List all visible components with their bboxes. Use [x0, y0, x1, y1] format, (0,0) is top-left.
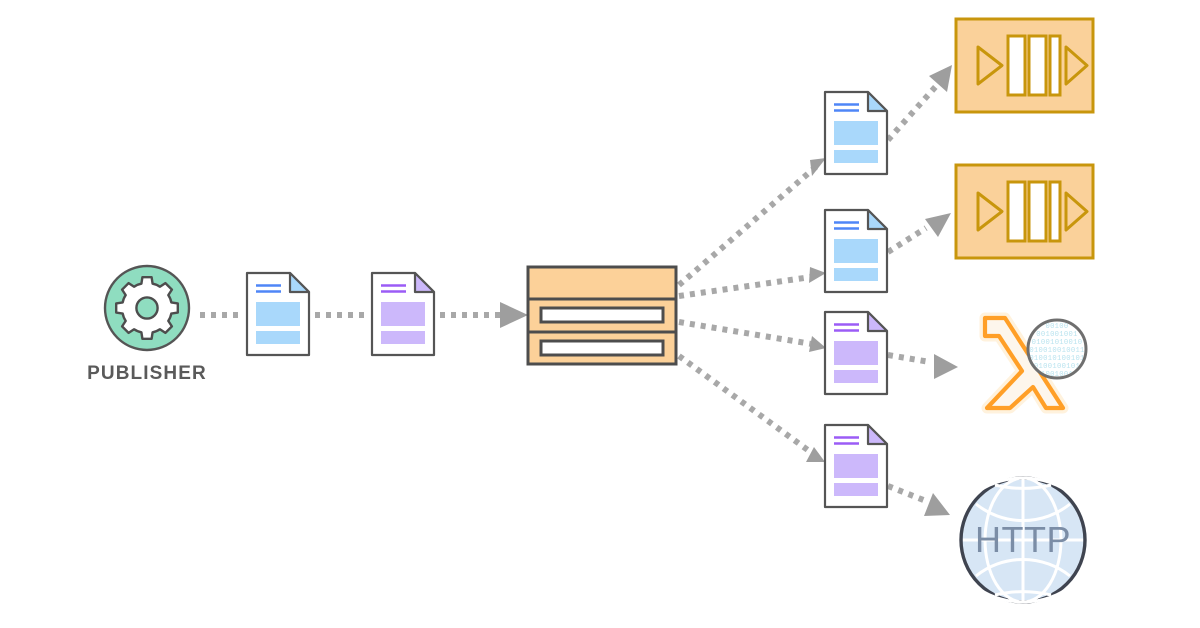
- broker-slot-2: [539, 339, 665, 357]
- consumer-http[interactable]: HTTP: [949, 476, 1097, 604]
- connector-broker-to-doc1: [677, 158, 826, 288]
- publisher-document-purple: [370, 271, 436, 357]
- connector-layer: [200, 65, 958, 516]
- fanout-document-2: [823, 208, 889, 294]
- connector-doc3-to-lambda: [887, 352, 958, 379]
- broker-slot-1: [539, 306, 665, 324]
- connector-broker-to-doc2: [678, 267, 826, 299]
- arrowhead-icon: [806, 447, 825, 462]
- connector-doc1-to-queue1: [885, 65, 952, 142]
- http-label: HTTP: [975, 519, 1071, 560]
- publisher-label: PUBLISHER: [87, 363, 207, 384]
- arrowhead-icon: [929, 65, 952, 92]
- globe-grid-icon: [949, 476, 1097, 604]
- svg-text:110010011: 110010011: [1036, 371, 1078, 379]
- svg-text:00100: 00100: [1045, 323, 1068, 331]
- connector-broker-to-doc3: [678, 319, 826, 352]
- svg-text:010010010011: 010010010011: [1029, 347, 1084, 355]
- lambda-icon: [982, 315, 1066, 411]
- consumer-queue-2[interactable]: [954, 163, 1095, 260]
- arrowhead-icon: [810, 158, 826, 176]
- connector-doc4-to-http: [886, 483, 950, 516]
- connector-doc2-to-broker: [440, 302, 528, 328]
- binary-circle-icon: 00100 001001001 01001010010 010010010011…: [1026, 318, 1088, 380]
- fanout-document-3: [823, 310, 889, 396]
- fanout-document-4: [823, 423, 889, 509]
- arrowhead-icon: [500, 302, 528, 328]
- arrowhead-icon: [809, 336, 826, 352]
- connector-doc2-to-queue2: [886, 213, 951, 255]
- message-broker-node[interactable]: [526, 265, 678, 366]
- connector-broker-to-doc4: [677, 353, 825, 462]
- arrowhead-icon: [934, 354, 958, 379]
- arrowhead-icon: [809, 267, 826, 283]
- gear-icon: [115, 275, 179, 340]
- fanout-document-1: [823, 90, 889, 176]
- consumer-lambda[interactable]: 00100 001001001 01001010010 010010010011…: [979, 312, 1088, 414]
- queue-icon: [954, 163, 1095, 260]
- queue-icon: [954, 17, 1095, 114]
- svg-text:001001001: 001001001: [1036, 331, 1078, 339]
- publisher-document-blue: [245, 271, 311, 357]
- svg-text:0100100101: 0100100101: [1034, 363, 1080, 371]
- svg-text:010010100101: 010010100101: [1029, 355, 1084, 363]
- publisher-node[interactable]: PUBLISHER: [87, 264, 207, 384]
- arrowhead-icon: [924, 493, 950, 516]
- arrowhead-icon: [925, 213, 951, 237]
- svg-text:01001010010: 01001010010: [1032, 339, 1083, 347]
- consumer-queue-1[interactable]: [954, 17, 1095, 114]
